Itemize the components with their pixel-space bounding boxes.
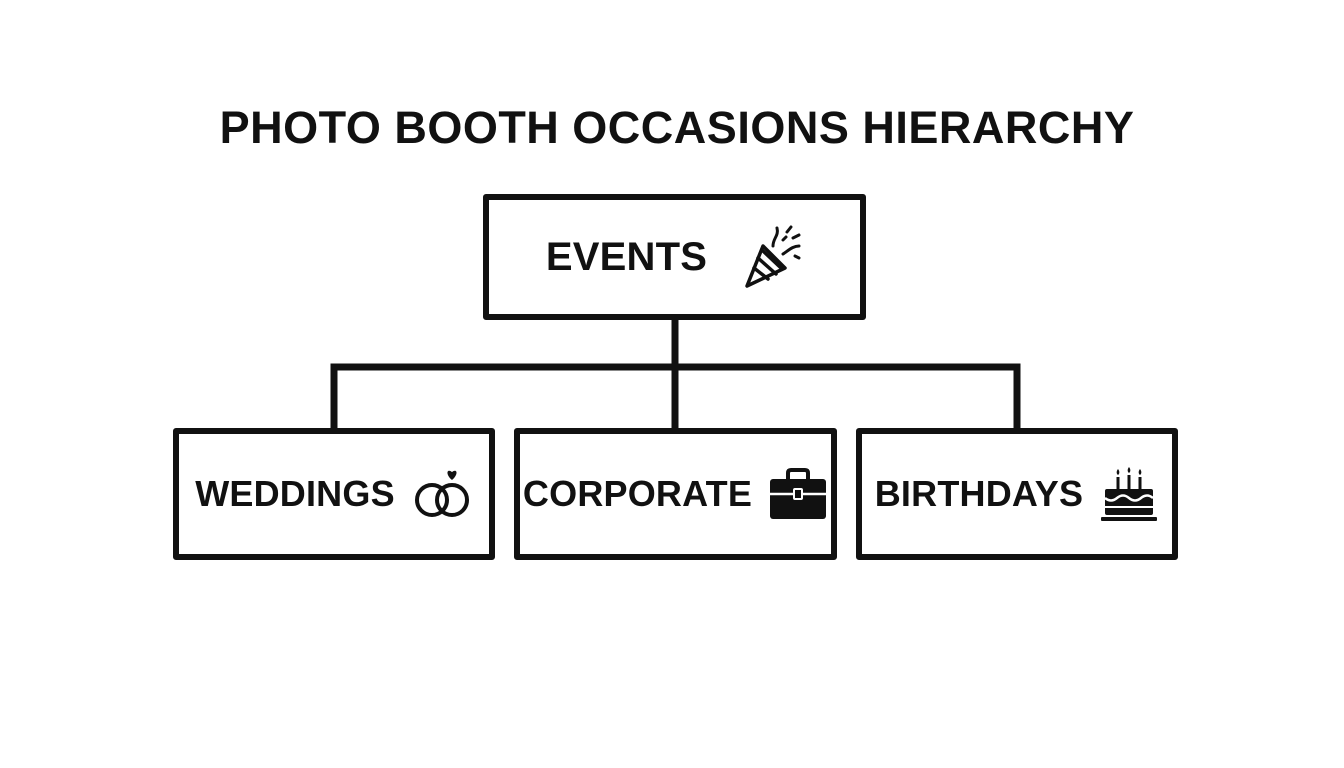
briefcase-icon xyxy=(768,467,828,521)
wedding-rings-icon xyxy=(411,466,473,522)
node-corporate: CORPORATE xyxy=(514,428,837,560)
node-birthdays-label: BIRTHDAYS xyxy=(874,473,1084,514)
node-events-label: EVENTS xyxy=(545,234,708,279)
birthday-cake-icon xyxy=(1099,465,1159,523)
node-birthdays: BIRTHDAYS xyxy=(856,428,1178,560)
node-weddings: WEDDINGS xyxy=(173,428,495,560)
node-corporate-label: CORPORATE xyxy=(522,473,753,514)
party-popper-icon xyxy=(743,224,803,290)
diagram-title: PHOTO BOOTH OCCASIONS HIERARCHY xyxy=(219,102,1135,153)
node-events: EVENTS xyxy=(483,194,866,320)
node-weddings-label: WEDDINGS xyxy=(195,473,395,514)
